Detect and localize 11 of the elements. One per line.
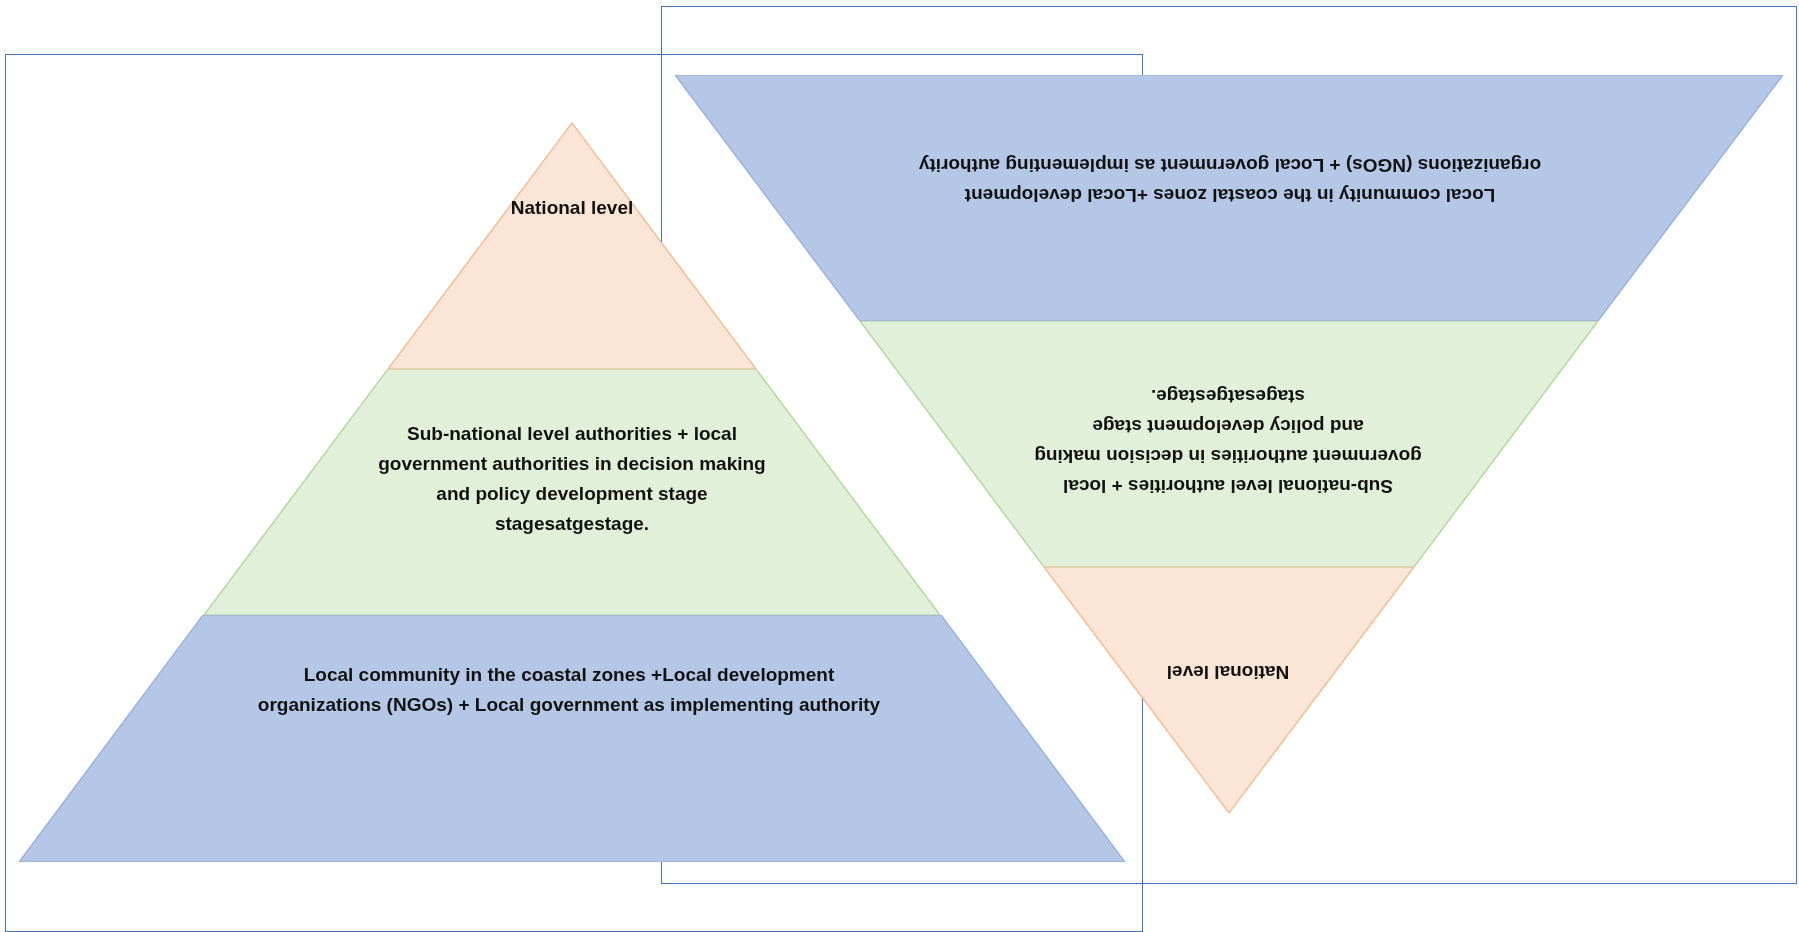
inverted-pyramid-tier [675, 75, 1783, 321]
tier-label: National level [509, 196, 635, 220]
tier-label: Sub-national level authorities + local government authorities in decision making and policy development stage stagesatgestage. [1033, 385, 1423, 499]
tier-label: Local community in the coastal zones +Local development organizations (NGOs) + Local government as implementing authority [917, 154, 1543, 208]
pyramid-tier [19, 615, 1125, 862]
pyramid-tier [204, 369, 940, 615]
tier-label: Local community in the coastal zones +Local development organizations (NGOs) + Local government as implementing authority [256, 663, 882, 717]
tier-label: Sub-national level authorities + local government authorities in decision making and policy development stage stagesatgestage. [377, 422, 767, 536]
inverted-pyramid-tier [860, 321, 1598, 567]
inverted-pyramid-tier [1044, 567, 1414, 813]
tier-label: National level [1165, 661, 1291, 685]
